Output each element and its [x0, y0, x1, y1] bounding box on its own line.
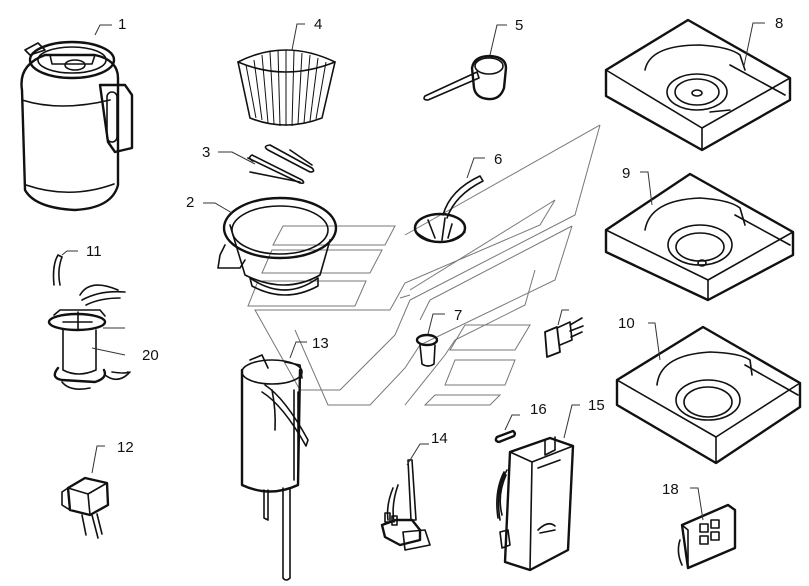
part-label: 2: [186, 194, 194, 211]
part-label: 5: [515, 17, 523, 34]
part-label: 9: [622, 165, 630, 182]
part-label: 6: [494, 151, 502, 168]
part-label: 3: [202, 144, 210, 161]
part-6-outlet-valve[interactable]: 6: [413, 151, 502, 244]
part-2-filter-holder[interactable]: 2: [186, 194, 338, 296]
part-5-measuring-scoop[interactable]: 5: [423, 17, 523, 101]
part-11-heater-tube[interactable]: 11: [52, 243, 126, 306]
part-label: 20: [142, 347, 159, 364]
part-14-thermostat-assembly[interactable]: 14: [380, 430, 448, 551]
part-label: 13: [312, 335, 329, 352]
part-label: 7: [454, 307, 462, 324]
part-19-heating-element[interactable]: 20: [53, 329, 159, 390]
part-label: 18: [662, 481, 679, 498]
part-12-relay-unit[interactable]: 12: [61, 439, 134, 539]
part-label: 4: [314, 16, 322, 33]
chassis-frame-outline: [247, 124, 601, 406]
part-label: 15: [588, 397, 605, 414]
part-8-warming-plate-cover[interactable]: 8: [604, 15, 792, 152]
part-1-thermal-carafe[interactable]: 1: [20, 16, 134, 212]
part-label: 14: [431, 430, 448, 447]
part-3-spring-clip[interactable]: 3: [202, 144, 315, 184]
part-13-water-tank[interactable]: 13: [240, 335, 329, 581]
part-label: 8: [775, 15, 783, 32]
rocker-switch[interactable]: [544, 309, 584, 358]
part-label: 16: [530, 401, 547, 418]
part-9-warming-plate-cover[interactable]: 9: [604, 165, 795, 302]
part-18-control-panel[interactable]: 18: [662, 481, 737, 570]
part-16-fuse[interactable]: 16: [494, 401, 547, 444]
part-20-heater-gasket[interactable]: [47, 309, 125, 332]
part-label: 11: [86, 243, 102, 260]
part-label: 12: [117, 439, 134, 456]
part-label: 1: [118, 16, 126, 33]
part-15-control-box[interactable]: 15: [496, 397, 605, 572]
part-4-paper-filter[interactable]: 4: [237, 16, 336, 127]
part-label: 10: [618, 315, 635, 332]
part-10-base-plate[interactable]: 10: [615, 315, 802, 465]
part-7-valve-plug[interactable]: 7: [415, 307, 462, 367]
